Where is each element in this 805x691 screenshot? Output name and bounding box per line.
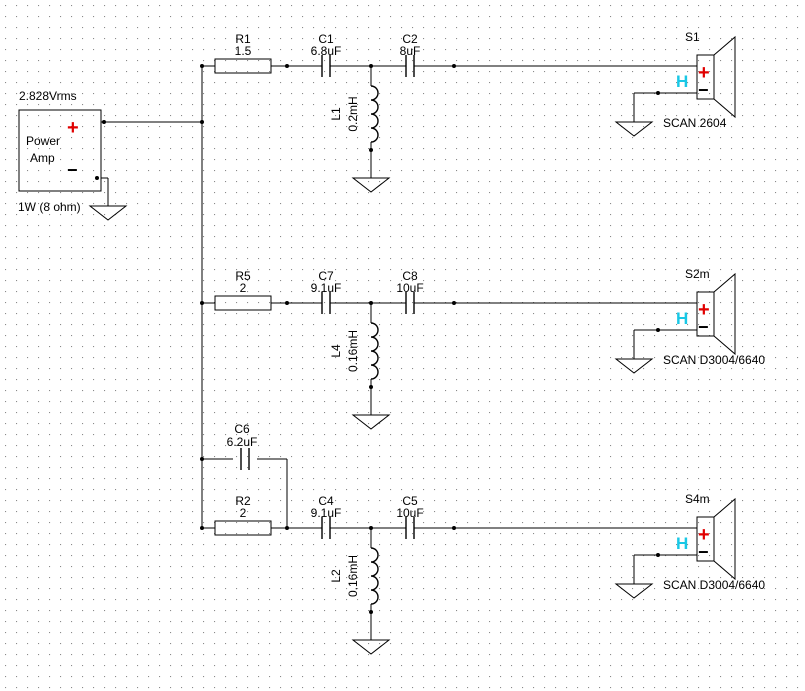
power-amp-name-line1: Power [26,134,60,148]
speaker-s1[interactable]: S1 +−H SCAN 2604 [663,30,736,130]
junction-dot [656,328,660,332]
speaker-name: S2m [685,267,710,281]
resistor-name: R5 [235,269,251,283]
capacitor-name: C4 [318,494,334,508]
speaker-s2m[interactable]: S2m +−H SCAN D3004/6640 [663,267,765,367]
junction-dot [656,553,660,557]
inductor-name: L4 [329,344,343,358]
power-amp-plus-icon: + [67,117,79,139]
capacitor-value: 10uF [396,281,423,295]
capacitor-c6[interactable]: C66.2uF [227,422,258,470]
speaker-plus-icon: + [698,299,710,321]
resistor-name: R2 [235,494,251,508]
speaker-name: S1 [685,30,700,44]
inductor-name: L2 [329,569,343,583]
power-amp-name-line2: Amp [30,151,55,165]
speaker-minus-icon: − [698,80,709,100]
capacitor-name: C1 [318,32,334,46]
speaker-model: SCAN D3004/6640 [663,353,765,367]
power-amp-power-label: 1W (8 ohm) [18,200,81,214]
speaker-name: S4m [685,492,710,506]
speaker-s4m[interactable]: S4m +−H SCAN D3004/6640 [663,492,765,592]
resistor-value: 2 [240,281,247,295]
capacitor-value: 8uF [400,44,421,58]
inductor-name: L1 [329,107,343,121]
junction-dot [656,91,660,95]
resistor-value: 2 [240,506,247,520]
resistor-name: R1 [235,32,251,46]
speaker-model: SCAN 2604 [663,116,727,130]
ground-icon [614,583,654,599]
power-amp-voltage-label: 2.828Vrms [19,89,77,103]
resistor-value: 1.5 [235,44,252,58]
junction-dot [452,301,456,305]
speaker-h-marker: H [676,309,688,328]
ground-icon [614,358,654,374]
ground-icon [351,177,391,193]
speaker-plus-icon: + [698,62,710,84]
capacitor-value: 6.8uF [311,44,342,58]
power-amp[interactable]: 2.828Vrms Power Amp + − 1W (8 ohm) [18,89,102,214]
capacitor-name: C7 [318,269,334,283]
junction-dot [285,64,289,68]
capacitor-c1[interactable]: C16.8uF [311,32,342,77]
c6-bypass-wiring [200,457,288,528]
ground-icon [351,414,391,430]
capacitor-c4[interactable]: C49.1uF [311,494,342,539]
inductor-value: 0.2mH [346,96,360,131]
speaker-model: SCAN D3004/6640 [663,578,765,592]
junction-dot [452,64,456,68]
capacitor-c7[interactable]: C79.1uF [311,269,342,314]
power-amp-minus-icon: − [67,160,78,180]
capacitor-value: 10uF [396,506,423,520]
speaker-h-marker: H [676,534,688,553]
speaker-minus-icon: − [698,542,709,562]
junction-dot [452,526,456,530]
capacitor-value: 9.1uF [311,281,342,295]
source-ground-icon [88,205,128,221]
ground-icon [614,121,654,137]
speaker-h-marker: H [676,72,688,91]
capacitor-name: C5 [402,494,418,508]
ground-icon [351,639,391,655]
source-wiring [95,66,204,528]
speaker-plus-icon: + [698,524,710,546]
junction-dot [285,301,289,305]
capacitor-name: C6 [234,422,250,436]
speaker-minus-icon: − [698,317,709,337]
inductor-value: 0.16mH [346,330,360,372]
inductor-value: 0.16mH [346,555,360,597]
capacitor-name: C2 [402,32,418,46]
capacitor-name: C8 [402,269,418,283]
capacitor-value: 6.2uF [227,435,258,449]
capacitor-value: 9.1uF [311,506,342,520]
